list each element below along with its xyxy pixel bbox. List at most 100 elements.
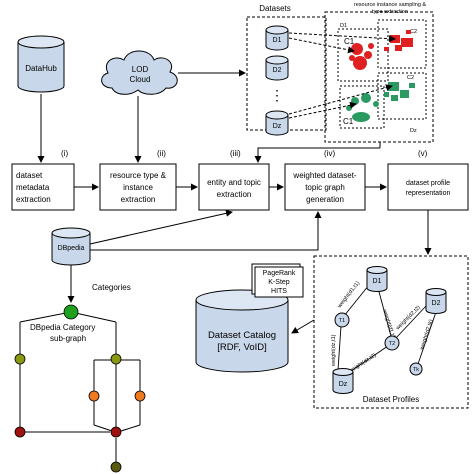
sampling-c1-bottom-box — [339, 85, 385, 129]
datahub-cylinder: DataHub — [17, 35, 65, 93]
weight-d1-t1: weight(d1,t1) — [336, 280, 361, 310]
step-2-number: (ii) — [157, 149, 166, 158]
sampling-c1-bottom-label: C1 — [343, 117, 354, 126]
categories-label: Categories — [92, 283, 131, 292]
step-2-box: resource type & instance extraction — [99, 163, 177, 211]
red-instance-cluster — [349, 30, 413, 70]
profile-dz-cylinder: Dz — [332, 368, 354, 394]
profile-d2-label: D2 — [432, 300, 441, 307]
sampling-c1-top-label: C1 — [344, 37, 355, 46]
dataset-d2-label: D2 — [273, 67, 282, 74]
green-instance-cluster — [346, 82, 415, 122]
sampling-to-step3-arrow — [254, 147, 380, 163]
step-1-line1: dataset — [16, 171, 43, 180]
topic-tk-node: Tk — [409, 362, 423, 376]
category-node-bottom — [110, 461, 122, 473]
step-5-line2: representation — [406, 190, 451, 197]
dbpedia-to-step4-arrow — [90, 211, 322, 251]
step-1-box: dataset metadata extraction — [11, 163, 75, 211]
ranking-line1: PageRank — [263, 270, 296, 277]
step-4-number: (iv) — [324, 149, 335, 158]
dbpedia-cylinder: DBpedia — [51, 227, 91, 266]
ranking-methods-box: PageRank K-Step HITS — [251, 263, 304, 298]
sampling-frame — [324, 11, 434, 143]
dz-to-c2-arrow — [288, 84, 393, 115]
sampling-title-line1: resource instance sampling & — [354, 2, 426, 8]
topic-t1-label: T1 — [339, 318, 345, 324]
step-3-number: (iii) — [230, 149, 241, 158]
dataset-profiles-title: Dataset Profiles — [363, 395, 419, 404]
step-3-line2: extraction — [217, 190, 252, 199]
d1-to-c1-arrow — [288, 37, 355, 54]
subgraph-label-bg — [4, 322, 159, 342]
category-root-node — [63, 304, 79, 320]
profiles-to-catalog-arrow — [291, 319, 315, 334]
dataset-d1-label: D1 — [273, 37, 282, 44]
profile-d2-cylinder: D2 — [425, 288, 447, 314]
step-3-box: entity and topic extraction — [198, 163, 270, 211]
step-5-line1: dataset profile — [406, 180, 450, 187]
dbpedia-label: DBpedia — [58, 245, 85, 252]
step-4-line3: generation — [306, 195, 344, 204]
subgraph-label-line1: DBpedia Category — [30, 323, 95, 332]
topic-t2-label: T2 — [389, 341, 395, 347]
ranking-line2: K-Step — [268, 279, 290, 286]
catalog-label-line1: Dataset Catalog — [208, 330, 276, 341]
step-4-box: weighted dataset- topic graph generation — [284, 163, 366, 211]
datahub-label: DataHub — [25, 64, 57, 73]
weight-d2-tk: weight(d2,tk) — [419, 319, 435, 352]
lod-label-line1: LOD — [132, 65, 149, 74]
step-4-line1: weighted dataset- — [292, 171, 356, 180]
dataset-dz-cylinder: Dz — [265, 110, 289, 136]
step-3-line1: entity and topic — [207, 178, 261, 187]
sampling-c2-top-label: C2 — [410, 29, 417, 35]
category-nodes — [14, 304, 146, 473]
step-1-line2: metadata — [16, 183, 50, 192]
step-2-line3: extraction — [121, 195, 156, 204]
sampling-c1-top-box — [337, 28, 389, 82]
dataset-profiles-frame — [313, 255, 469, 409]
subgraph-label-line2: sub-graph — [50, 334, 86, 343]
category-node-left — [14, 353, 26, 365]
profile-d1-label: D1 — [373, 278, 382, 285]
step-4-line2: topic graph — [305, 183, 345, 192]
step-1-line3: extraction — [16, 195, 51, 204]
category-node-right — [110, 353, 122, 365]
category-node-orange-right — [134, 390, 146, 402]
weight-d2-t2: weight(d2,t2) — [394, 305, 422, 333]
profile-d1-cylinder: D1 — [366, 266, 388, 292]
dataset-catalog-cylinder: Dataset Catalog [RDF, VoID] — [195, 289, 289, 373]
lod-cloud: LOD Cloud — [101, 50, 178, 95]
topic-t1-node: T1 — [334, 312, 350, 328]
sampling-c2-top-box — [377, 19, 427, 69]
category-node-orange-left — [88, 390, 100, 402]
datasets-dots: ⋮ — [270, 87, 284, 103]
ranking-line3: HITS — [271, 288, 287, 295]
sampling-d1-label: D1 — [340, 23, 347, 29]
weight-dz-t1: weight(dz,t1) — [331, 334, 337, 367]
datasets-title: Datasets — [259, 4, 291, 13]
dataset-dz-label: Dz — [273, 123, 282, 130]
d1-to-c2-arrow — [288, 32, 396, 43]
lod-label-line2: Cloud — [130, 75, 151, 84]
sampling-c2-bottom-label: C2 — [407, 75, 414, 81]
category-subgraph — [19, 311, 141, 463]
category-node-red-center — [110, 426, 122, 438]
profile-dz-label: Dz — [339, 381, 348, 388]
dataset-d2-cylinder: D2 — [265, 55, 289, 81]
step-2-line1: resource type & — [110, 171, 167, 180]
dbpedia-to-step3-arrow — [89, 209, 233, 245]
step-5-number: (v) — [418, 149, 428, 158]
topic-t2-node: T2 — [384, 335, 400, 351]
dz-to-c1-arrow — [288, 101, 357, 119]
sampling-dz-label: Dz — [410, 128, 417, 134]
catalog-label-line2: [RDF, VoID] — [217, 342, 267, 353]
dataset-d1-cylinder: D1 — [265, 25, 289, 51]
sampling-c2-bottom-box — [377, 72, 427, 120]
topic-tk-label: Tk — [413, 367, 419, 373]
category-node-red-left — [14, 426, 26, 438]
step-2-line2: instance — [123, 183, 153, 192]
step-5-box: dataset profile representation — [387, 163, 469, 211]
step-1-number: (i) — [61, 149, 68, 158]
